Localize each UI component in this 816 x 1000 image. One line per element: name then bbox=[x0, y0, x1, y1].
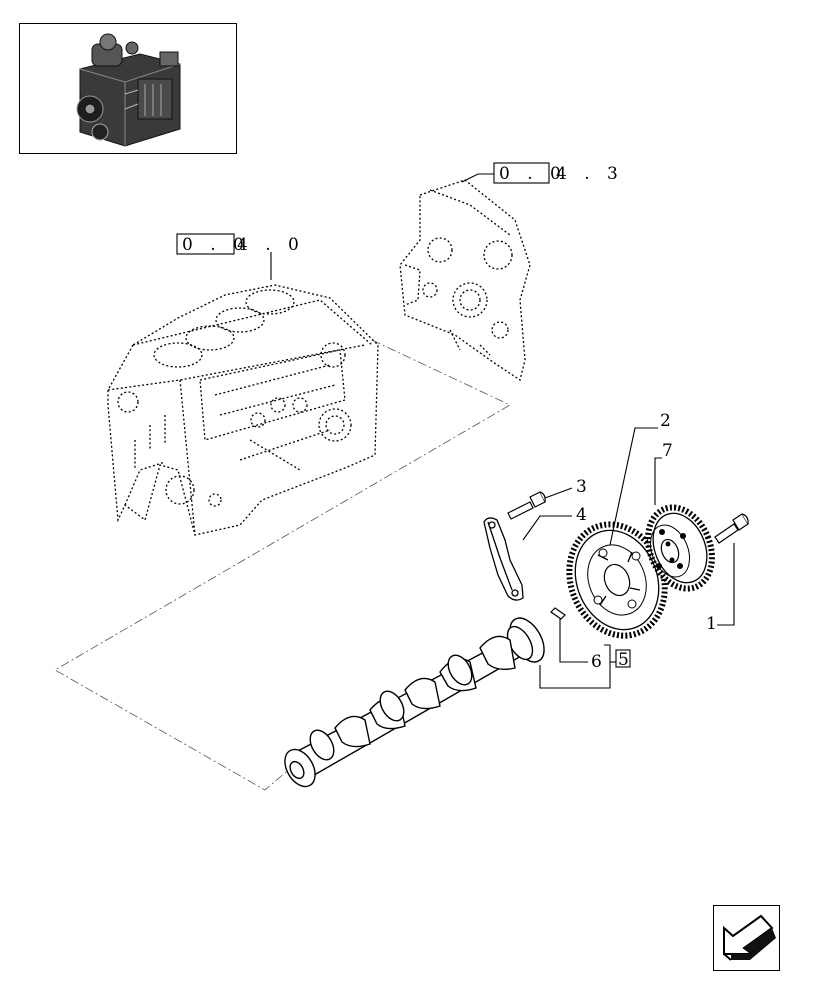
pin-part-6 bbox=[550, 607, 566, 620]
cover-reference-rest-text: 4 . 3 bbox=[556, 164, 624, 184]
callout-3: 3 bbox=[576, 477, 587, 497]
cover-reference-box bbox=[493, 162, 550, 184]
kit-box bbox=[615, 649, 631, 668]
engine-block bbox=[107, 284, 379, 536]
cover-reference[interactable]: 0 . 0 4 . 3 bbox=[493, 162, 624, 184]
bolt-part-3 bbox=[507, 491, 546, 520]
camshaft-gear-part-2 bbox=[566, 521, 668, 639]
callout-2: 2 bbox=[660, 411, 671, 431]
callout-6: 6 bbox=[591, 652, 602, 672]
timing-cover bbox=[399, 179, 531, 382]
callout-1: 1 bbox=[706, 614, 717, 634]
previous-page-button[interactable] bbox=[713, 905, 780, 971]
callout-7: 7 bbox=[662, 441, 673, 461]
block-reference-box bbox=[176, 233, 235, 255]
bolt-part-1 bbox=[714, 513, 749, 544]
idler-gear-part-7 bbox=[645, 504, 715, 592]
callout-5-kit[interactable]: 5 bbox=[615, 649, 631, 670]
cover-reference-boxed-text: 0 . 0 bbox=[499, 164, 567, 184]
block-reference-rest-text: 4 . 0 bbox=[237, 235, 305, 255]
callout-4: 4 bbox=[576, 505, 587, 525]
engine-thumbnail[interactable] bbox=[19, 23, 237, 154]
camshaft bbox=[284, 617, 545, 788]
engine-thumbnail-icon bbox=[76, 33, 181, 147]
block-reference[interactable]: 0 . 0 4 . 0 bbox=[176, 233, 305, 255]
assembly-outline bbox=[54, 339, 511, 791]
leader-lines bbox=[270, 173, 735, 689]
previous-page-arrow-icon bbox=[723, 914, 776, 961]
block-reference-boxed-text: 0 . 0 bbox=[182, 235, 250, 255]
thrust-plate-part-4 bbox=[483, 517, 524, 601]
callout-5: 5 bbox=[618, 650, 629, 670]
